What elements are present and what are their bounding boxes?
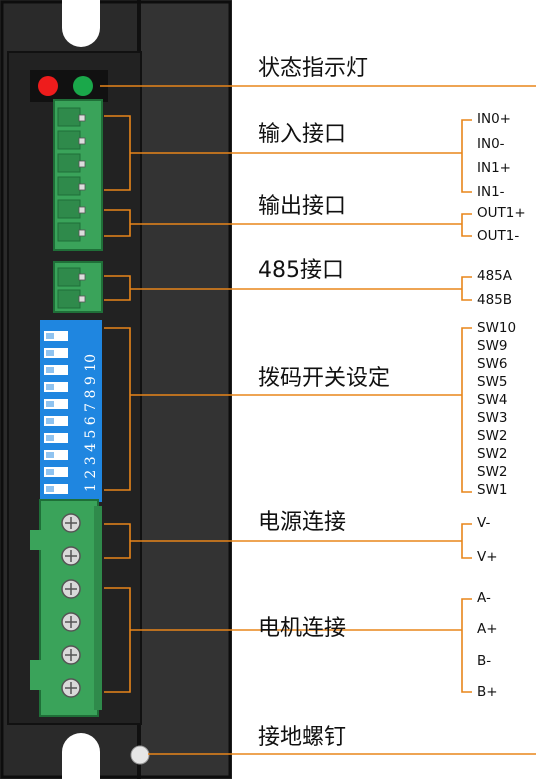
input-pin-label: IN1+ (477, 160, 511, 176)
rs485-terminal-block (53, 261, 103, 313)
dip-switch-label: SW4 (477, 392, 508, 408)
dip-switch-label: SW2 (477, 428, 508, 444)
motor-conn-label: 电机连接 (258, 616, 347, 641)
io-terminal-block (53, 99, 103, 251)
dip-switch-block: 1 2 3 4 5 6 7 8 9 10 (40, 320, 102, 502)
power-motor-terminal-block (30, 499, 102, 717)
rs485-pin-label: 485A (477, 268, 513, 284)
power-conn-label: 电源连接 (258, 510, 347, 535)
ground-screw-label: 接地螺钉 (258, 725, 347, 750)
motor-pin-label: A+ (477, 621, 498, 637)
input-pin-label: IN1- (477, 184, 505, 200)
output-port-label: 输出接口 (258, 194, 347, 219)
dip-switch-label: SW1 (477, 482, 508, 498)
dip-switch-label: SW10 (477, 320, 517, 336)
led-green-icon (73, 76, 93, 96)
status-led-label: 状态指示灯 (258, 56, 369, 81)
output-pin-label: OUT1- (477, 228, 520, 244)
dip-switch-label: SW2 (477, 446, 508, 462)
dip-switch-label: SW6 (477, 356, 508, 372)
rs485-port-label: 485接口 (258, 258, 344, 283)
dip-setting-label: 拨码开关设定 (258, 366, 391, 391)
ground-screw-icon (130, 745, 150, 765)
leader-lines (100, 85, 536, 755)
led-red-icon (38, 76, 58, 96)
input-port-label: 输入接口 (258, 122, 347, 147)
motor-pin-label: A- (477, 590, 491, 606)
power-pin-label: V+ (477, 549, 498, 565)
input-pin-label: IN0+ (477, 111, 511, 127)
driver-housing (0, 0, 232, 779)
dip-position-numbers: 1 2 3 4 5 6 7 8 9 10 (83, 354, 99, 492)
status-led-panel (30, 70, 108, 102)
dip-switch-label: SW2 (477, 464, 508, 480)
rs485-pin-label: 485B (477, 292, 513, 308)
dip-switch-label: SW5 (477, 374, 508, 390)
input-pin-label: IN0- (477, 136, 505, 152)
motor-pin-label: B- (477, 653, 492, 669)
output-pin-label: OUT1+ (477, 205, 526, 221)
top-mount-slot (62, 0, 100, 47)
power-pin-label: V- (477, 515, 491, 531)
dip-switch-label: SW3 (477, 410, 508, 426)
motor-pin-label: B+ (477, 684, 498, 700)
dip-switch-label: SW9 (477, 338, 508, 354)
bottom-mount-slot (62, 733, 100, 779)
